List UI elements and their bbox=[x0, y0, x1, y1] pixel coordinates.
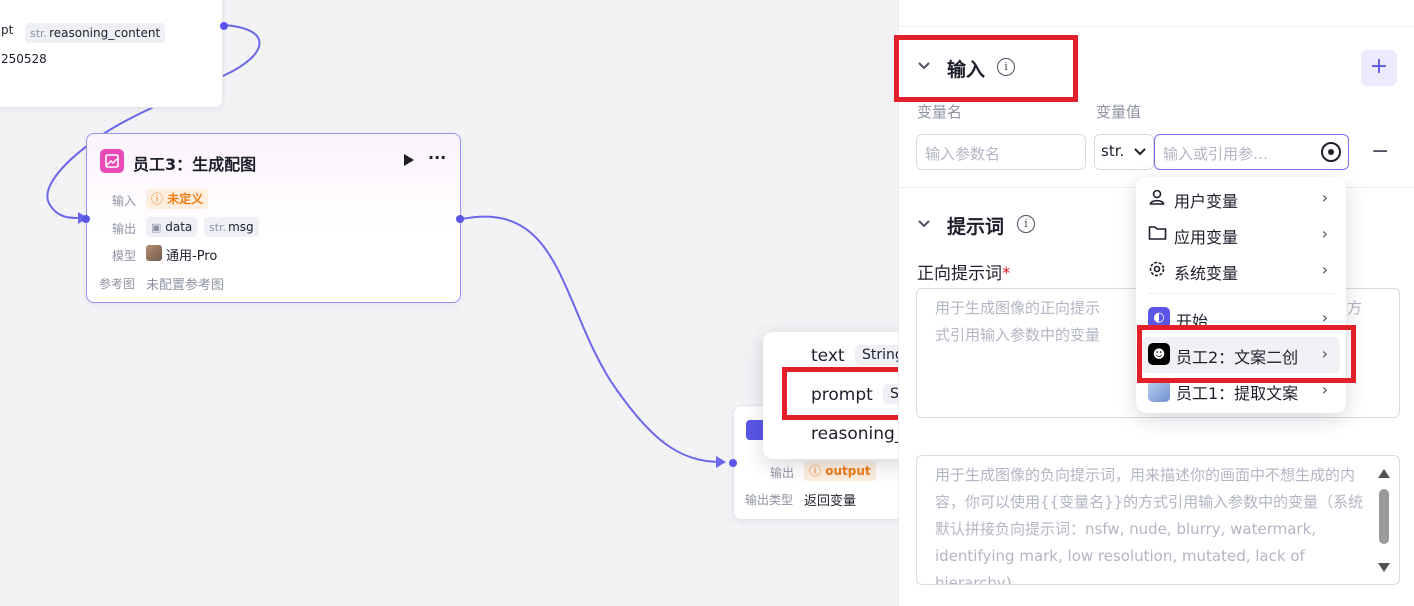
type-select[interactable]: str. bbox=[1094, 134, 1154, 170]
menu-item-employee1[interactable]: 员工1：提取文案 bbox=[1176, 384, 1299, 403]
var-value-column-label: 变量值 bbox=[1096, 103, 1142, 121]
undefined-text: 未定义 bbox=[167, 192, 204, 206]
info-icon[interactable]: i bbox=[1017, 215, 1035, 233]
chevron-down-icon bbox=[1134, 148, 1146, 156]
menu-item-system-vars[interactable]: 系统变量 bbox=[1174, 264, 1239, 283]
employee-avatar-icon bbox=[1148, 380, 1170, 402]
variable-source-menu: 用户变量 › 应用变量 › 系统变量 › ◐ 开始 › ☻ 员工2：文案二创 ›… bbox=[1136, 177, 1346, 413]
end-node-icon bbox=[746, 420, 766, 440]
positive-prompt-label-text: 正向提示词 bbox=[917, 264, 1002, 284]
positive-prompt-label: 正向提示词* bbox=[917, 259, 1011, 284]
warning-icon: ⓘ bbox=[809, 464, 822, 478]
node-output-label: 输出 bbox=[112, 222, 137, 236]
node-input-label: 输入 bbox=[112, 194, 137, 208]
workflow-canvas[interactable]: pt str.reasoning_content 250528 员工3：生成配图… bbox=[0, 0, 1135, 606]
tag-label: reasoning_content bbox=[49, 26, 161, 40]
workflow-node-partial[interactable]: pt str.reasoning_content 250528 bbox=[0, 0, 228, 108]
gear-icon bbox=[1148, 260, 1166, 282]
chevron-right-icon: › bbox=[1321, 188, 1328, 207]
image-gen-icon bbox=[100, 149, 124, 173]
chevron-right-icon: › bbox=[1321, 380, 1328, 399]
field-type-tag: String bbox=[855, 345, 911, 365]
required-mark: * bbox=[1002, 264, 1011, 284]
node-model-value: 通用-Pro bbox=[166, 249, 218, 264]
undefined-badge: ⓘ 未定义 bbox=[146, 189, 209, 209]
highlight-box-input bbox=[894, 35, 1078, 102]
chevron-down-icon[interactable] bbox=[917, 56, 931, 75]
node-ref-value: 未配置参考图 bbox=[146, 278, 225, 293]
input-section-title: 输入 bbox=[947, 59, 986, 81]
field-option-text[interactable]: text bbox=[811, 346, 845, 366]
end-output-type-value: 返回变量 bbox=[804, 494, 857, 509]
param-name-input[interactable]: 输入参数名 bbox=[916, 134, 1086, 170]
positive-placeholder-line2: 式引用输入参数中的变量 bbox=[935, 326, 1101, 344]
employee-avatar-icon: ☻ bbox=[1148, 343, 1170, 365]
start-icon: ◐ bbox=[1148, 307, 1170, 329]
divider bbox=[1148, 293, 1334, 294]
node-output-port[interactable] bbox=[456, 215, 464, 223]
negative-placeholder: 用于生成图像的负向提示词，用来描述你的画面中不想生成的内容，你可以使用{{变量名… bbox=[935, 466, 1364, 585]
tag-label: msg bbox=[228, 220, 254, 234]
node-output-tag: str.reasoning_content bbox=[25, 23, 166, 43]
tag-prefix: str. bbox=[30, 27, 48, 40]
scrollbar[interactable] bbox=[1375, 463, 1393, 578]
type-select-value: str. bbox=[1101, 142, 1125, 160]
prompt-section-title: 提示词 bbox=[947, 216, 1005, 238]
highlight-box-employee2 bbox=[1137, 325, 1356, 383]
user-icon bbox=[1148, 188, 1166, 210]
add-param-button[interactable]: + bbox=[1361, 50, 1397, 86]
menu-item-user-vars[interactable]: 用户变量 bbox=[1174, 192, 1239, 211]
chevron-right-icon: › bbox=[1321, 224, 1328, 243]
param-value-placeholder: 输入或引用参… bbox=[1163, 145, 1269, 163]
play-icon[interactable] bbox=[403, 153, 415, 171]
image-icon: ▣ bbox=[151, 221, 162, 234]
chevron-right-icon: › bbox=[1321, 260, 1328, 279]
node-output-tag: pt bbox=[1, 23, 14, 37]
folder-icon bbox=[1148, 224, 1167, 245]
node-input-port[interactable] bbox=[82, 215, 90, 223]
node-ref-label: 参考图 bbox=[99, 277, 136, 291]
divider bbox=[899, 26, 1414, 27]
wire-main-arrow bbox=[716, 456, 726, 468]
param-value-input[interactable]: 输入或引用参… bbox=[1154, 134, 1349, 170]
tag-prefix: str. bbox=[209, 221, 227, 234]
negative-prompt-textarea[interactable]: 用于生成图像的负向提示词，用来描述你的画面中不想生成的内容，你可以使用{{变量名… bbox=[916, 455, 1400, 585]
workflow-node-employee3[interactable]: 员工3：生成配图 ··· 输入 ⓘ 未定义 输出 ▣ data str.msg … bbox=[82, 133, 464, 303]
node-model-value: 250528 bbox=[1, 52, 47, 66]
menu-item-hover-bg bbox=[1142, 337, 1340, 373]
wire-main bbox=[461, 215, 721, 463]
node-output-port[interactable] bbox=[220, 22, 228, 30]
remove-param-button[interactable]: − bbox=[1371, 139, 1390, 164]
model-avatar bbox=[146, 245, 162, 261]
end-output-value: output bbox=[825, 464, 871, 478]
node-input-port[interactable] bbox=[729, 459, 737, 467]
warning-icon: ⓘ bbox=[151, 192, 164, 206]
menu-item-employee2[interactable]: 员工2：文案二创 bbox=[1176, 348, 1299, 367]
output-tag-data: ▣ data bbox=[146, 217, 198, 237]
var-name-column-label: 变量名 bbox=[917, 103, 963, 121]
more-options-button[interactable]: ··· bbox=[428, 148, 447, 167]
chevron-down-icon[interactable] bbox=[917, 214, 931, 233]
output-tag-msg: str.msg bbox=[204, 217, 259, 237]
end-output-type-label: 输出类型 bbox=[745, 493, 794, 507]
end-output-label: 输出 bbox=[770, 466, 795, 480]
variable-reference-icon[interactable] bbox=[1321, 142, 1341, 162]
chevron-right-icon: › bbox=[1321, 344, 1328, 363]
menu-item-app-vars[interactable]: 应用变量 bbox=[1174, 228, 1239, 247]
node-model-label: 模型 bbox=[112, 249, 137, 263]
node-title: 员工3：生成配图 bbox=[133, 155, 257, 174]
tag-label: data bbox=[165, 220, 193, 234]
info-icon[interactable]: i bbox=[997, 58, 1015, 76]
end-output-badge: ⓘ output bbox=[804, 461, 876, 481]
field-option-prompt[interactable]: prompt bbox=[811, 385, 873, 405]
chevron-right-icon: › bbox=[1321, 308, 1328, 327]
